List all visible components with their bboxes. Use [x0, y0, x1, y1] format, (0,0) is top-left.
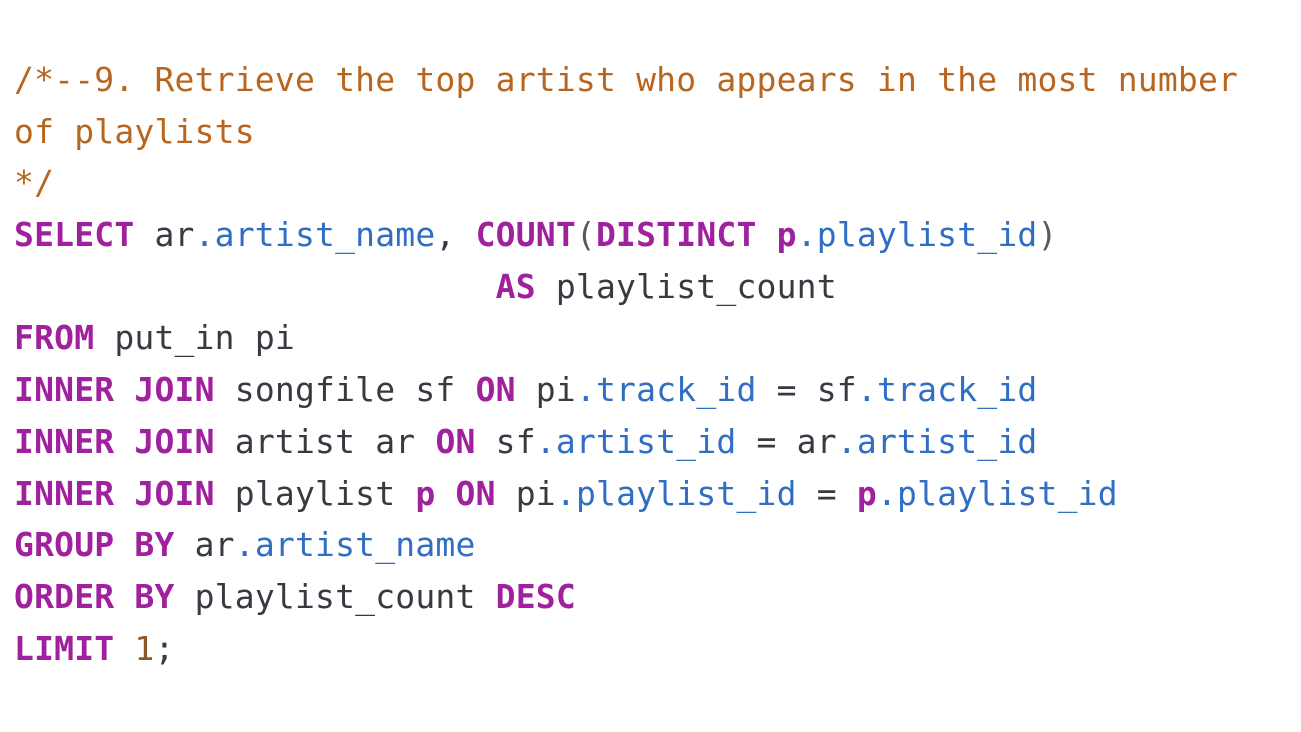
code-token-plain: ;: [154, 628, 175, 668]
code-token-punc: (: [575, 215, 596, 255]
code-token-prop: .artist_name: [234, 525, 476, 565]
code-token-prop: .artist_id: [836, 421, 1038, 461]
code-token-kw: DISTINCT: [595, 215, 757, 255]
code-line: LIMIT 1;: [14, 623, 1238, 675]
code-token-plain: playlist: [214, 473, 416, 513]
code-token-kw: FROM: [14, 318, 95, 358]
code-token-kw: p: [776, 215, 797, 255]
code-token-kw: INNER JOIN: [14, 473, 215, 513]
code-token-kw: INNER JOIN: [14, 370, 215, 410]
code-token-kw: AS: [495, 266, 536, 306]
code-token-plain: playlist_count: [174, 576, 496, 616]
code-line: ORDER BY playlist_count DESC: [14, 571, 1238, 623]
code-line: of playlists: [14, 106, 1238, 158]
code-token-plain: playlist_count: [535, 266, 837, 306]
code-line: INNER JOIN artist ar ON sf.artist_id = a…: [14, 416, 1238, 468]
code-token-prop: .playlist_id: [876, 473, 1118, 513]
code-token-plain: [757, 215, 777, 254]
code-line: SELECT ar.artist_name, COUNT(DISTINCT p.…: [14, 209, 1238, 261]
code-token-comment: of playlists: [14, 111, 255, 151]
code-token-plain: ,: [435, 215, 476, 255]
code-token-kw: p: [856, 473, 877, 513]
code-token-prop: .artist_id: [535, 421, 737, 461]
code-token-prop: .playlist_id: [796, 215, 1038, 255]
code-token-num: 1: [134, 628, 155, 668]
code-token-kw: COUNT: [475, 215, 576, 255]
code-token-plain: [114, 629, 134, 668]
code-token-plain: pi: [495, 473, 556, 513]
code-token-comment: /*--9. Retrieve the top artist who appea…: [14, 60, 1239, 99]
code-token-kw: GROUP BY: [14, 525, 175, 565]
code-token-kw: INNER JOIN: [14, 421, 215, 461]
code-token-kw: LIMIT: [14, 628, 115, 668]
code-token-kw: ON: [435, 421, 476, 461]
code-token-plain: pi: [515, 370, 576, 410]
code-token-plain: ar: [174, 525, 235, 565]
code-line: AS playlist_count: [14, 261, 1238, 313]
code-token-plain: songfile sf: [214, 370, 476, 410]
code-token-plain: sf: [475, 421, 536, 461]
code-token-prop: .track_id: [575, 370, 757, 410]
code-token-kw: ON: [475, 370, 516, 410]
sql-code-block: /*--9. Retrieve the top artist who appea…: [14, 54, 1238, 674]
code-line: */: [14, 157, 1238, 209]
code-token-prop: .playlist_id: [555, 473, 797, 513]
code-token-kw: ON: [455, 473, 496, 513]
code-token-punc: ): [1037, 215, 1058, 255]
code-token-plain: put_in pi: [94, 318, 295, 358]
code-line: INNER JOIN playlist p ON pi.playlist_id …: [14, 468, 1238, 520]
code-line: /*--9. Retrieve the top artist who appea…: [14, 54, 1238, 106]
code-token-kw: p: [415, 473, 436, 513]
code-token-kw: SELECT: [14, 215, 135, 255]
code-token-prop: .track_id: [856, 370, 1038, 410]
code-token-prop: .artist_name: [194, 215, 436, 255]
code-token-plain: [14, 267, 496, 306]
code-line: FROM put_in pi: [14, 312, 1238, 364]
code-line: GROUP BY ar.artist_name: [14, 519, 1238, 571]
code-token-plain: =: [796, 473, 857, 513]
code-token-kw: ORDER BY: [14, 576, 175, 616]
code-token-plain: = sf: [756, 370, 857, 410]
code-token-plain: ar: [134, 215, 195, 255]
code-line: INNER JOIN songfile sf ON pi.track_id = …: [14, 364, 1238, 416]
code-token-plain: = ar: [736, 421, 837, 461]
code-token-comment: */: [14, 163, 55, 203]
code-token-kw: DESC: [495, 576, 576, 616]
code-token-plain: [435, 474, 455, 513]
code-token-plain: artist ar: [214, 421, 436, 461]
